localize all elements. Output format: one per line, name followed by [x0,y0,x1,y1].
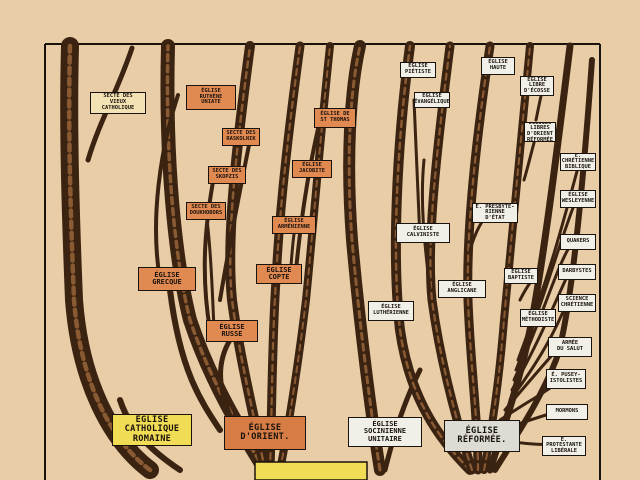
node-anglicane: ÉGLISE ANGLICANE [438,280,486,298]
node-mormons: MORMONS [546,404,588,420]
node-ruthene: ÉGLISE RUTHÈNE UNIATE [186,85,236,110]
node-raskolnik: SECTE DES RASKOLNIK [222,128,260,146]
node-evangelique: ÉGLISE ÉVANGÉLIQUE [414,92,450,108]
tree-branch [154,93,180,282]
node-reformee: ÉGLISE RÉFORMÉE. [444,420,520,452]
tree-branch [167,287,223,433]
node-armenienne: ÉGLISE ARMÉNIENNE [272,216,316,234]
node-chretienne-biblique: É. CHRÉTIENNE BIBLIQUE [560,153,596,171]
tree-branch [463,41,495,475]
node-libres-orient: ÉGLISES LIBRES D'ORIENT RÉFORMÉE [524,122,556,142]
node-presbyterienne: É. PRESBYTÉ- RIENNE D'ÉTAT [472,203,518,223]
node-armee-salut: ARMÉE DU SALUT [548,337,592,357]
node-jacobite: ÉGLISE JACOBITE [292,160,332,178]
tree-branch-texture [279,45,331,471]
tree-branch [202,174,216,332]
node-calviniste: ÉGLISE CALVINISTE [396,223,450,243]
node-vieux-catholique: SECTE DES VIEUX CATHOLIQUE [90,92,146,114]
base-block [254,461,368,480]
node-russe: ÉGLISE RUSSE [206,320,258,342]
tree-branch-texture [347,44,382,472]
node-orient: ÉGLISE D'ORIENT. [224,416,306,450]
node-doukhobors: SECTE DES DOUKHOBORS [186,202,226,220]
node-st-thomas: ÉGLISE DE ST THOMAS [314,108,356,128]
tree-branch [218,138,252,302]
node-catholique-romaine: ÉGLISE CATHOLIQUE ROMAINE [112,414,192,446]
node-libre-ecosse: ÉGLISE LIBRE D'ÉCOSSE [520,76,554,96]
tree-branch [420,158,432,292]
tree-branch [204,210,216,332]
node-science-chretienne: SCIENCE CHRÉTIENNE [558,294,596,312]
tree-branch [412,98,422,242]
node-pietiste: ÉGLISE PIÉTISTE [400,62,436,78]
node-grecque: ÉGLISE GRECQUE [138,267,196,291]
tree-branch [516,158,582,362]
node-puseyistes: É. PUSEY- ISTOLISTES [546,369,586,389]
node-skopzis: SECTE DES SKOPZIS [208,166,246,184]
tree-branch-texture [394,44,472,472]
node-lutherienne: ÉGLISE LUTHÉRIENNE [368,301,414,321]
node-wesleyenne: ÉGLISE WESLEYENNE [560,190,596,208]
tree-branch [294,118,322,272]
node-methodiste: ÉGLISE MÉTHODISTE [520,309,556,327]
tree-branch-texture [466,44,492,472]
tree-branch [514,198,578,372]
tree-branch-texture [429,44,474,472]
node-haute: ÉGLISE HAUTE [481,57,515,75]
node-baptiste: ÉGLISE BAPTISTE [504,268,538,284]
node-quakers: QUAKERS [560,234,596,250]
node-socinienne: ÉGLISE SOCINIENNE UNITAIRE [348,417,422,447]
node-darbystes: DARBYSTES [558,264,596,280]
node-protestante-liberale: É. PROTESTANTE LIBÉRALE [542,436,586,456]
tree-branch-texture [483,45,531,471]
node-copte: ÉGLISE COPTE [256,264,302,284]
